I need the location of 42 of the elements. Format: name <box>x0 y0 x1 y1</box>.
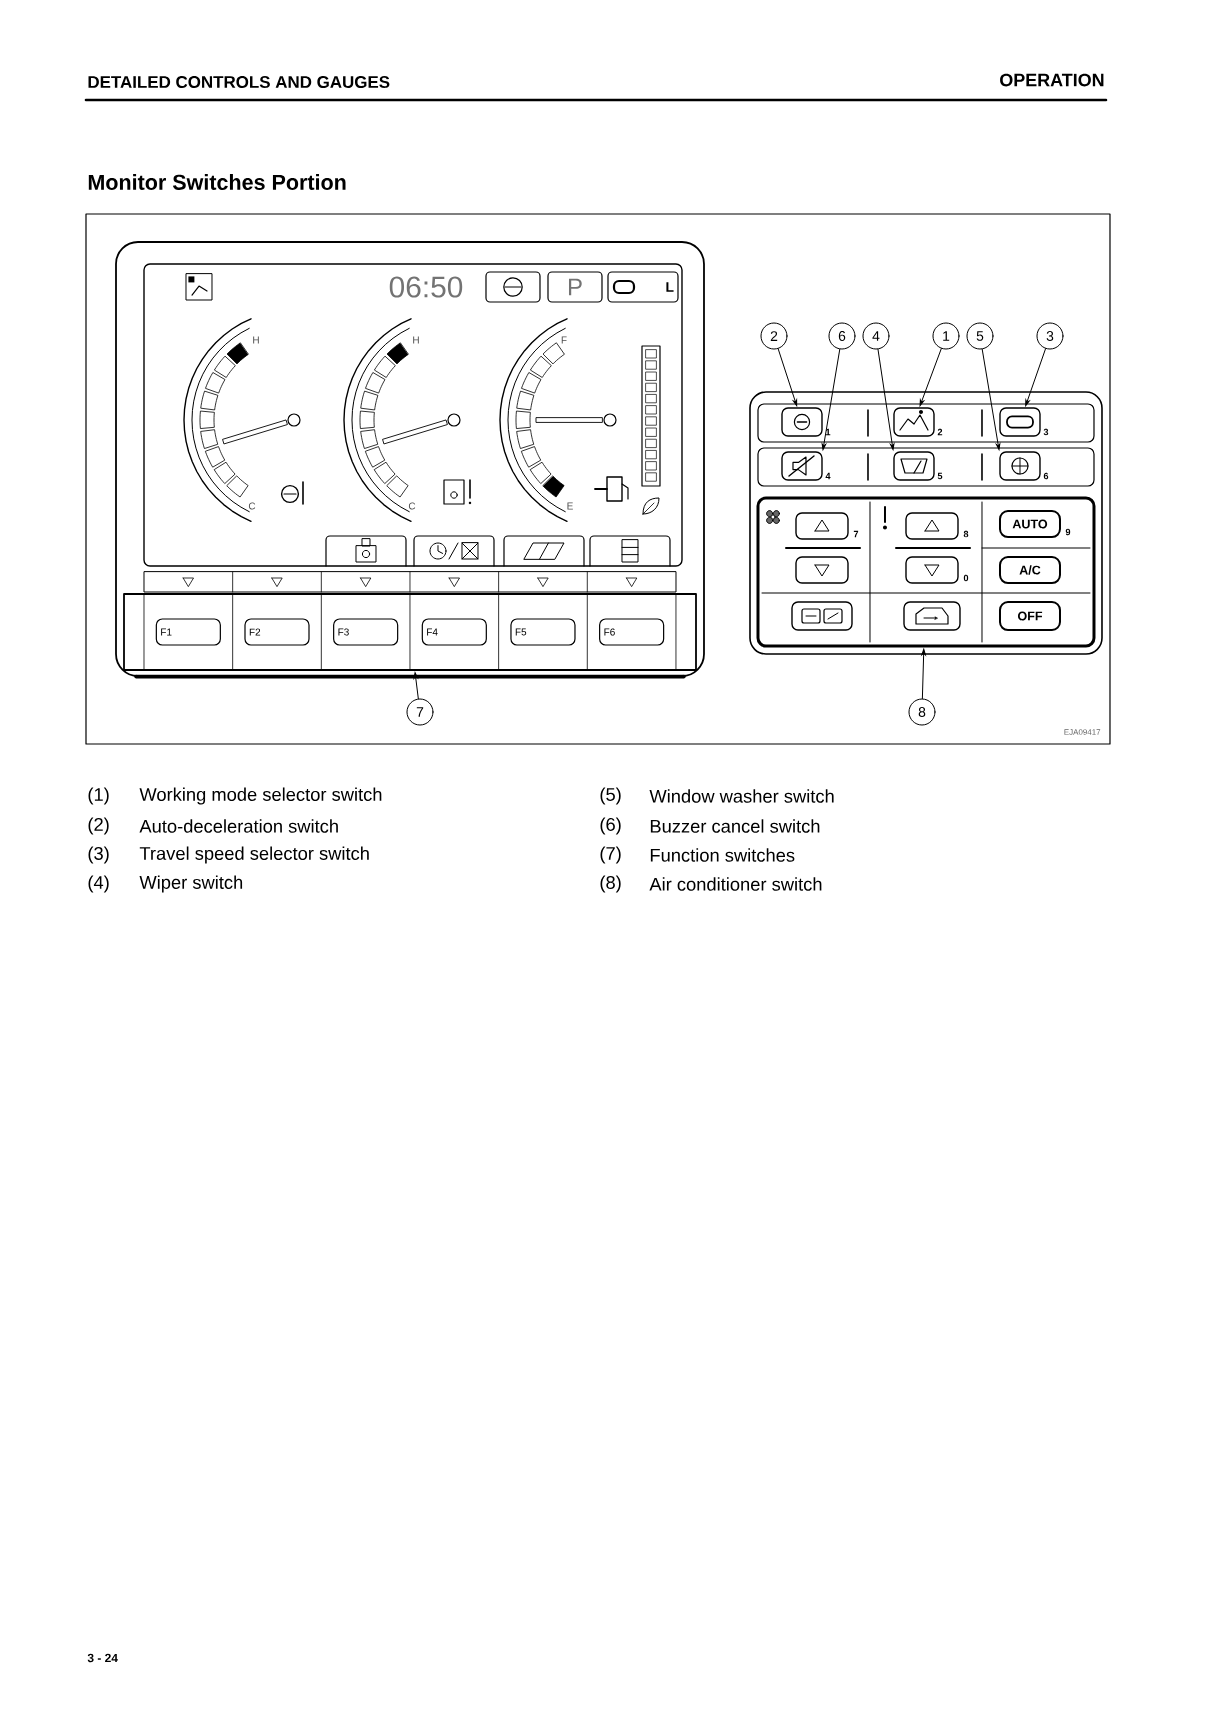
leader-line <box>413 672 419 700</box>
switch-button <box>999 407 1041 437</box>
switch-button <box>905 512 959 540</box>
section-title: Monitor Switches Portion <box>88 174 346 190</box>
leader-line <box>821 348 841 451</box>
list-text: Function switches <box>650 848 795 862</box>
switch-button <box>795 512 849 540</box>
switch-button <box>903 601 961 631</box>
page-header: DETAILED CONTROLS AND GAUGES <box>88 76 390 88</box>
list-text: Window washer switch <box>649 789 834 803</box>
list-number: (1) <box>88 787 109 805</box>
list-text: Wiper switch <box>139 875 243 893</box>
list-number: (8) <box>600 875 621 893</box>
list-number: (2) <box>88 817 109 835</box>
section-header: OPERATION <box>1000 73 1104 87</box>
switch-button <box>893 451 935 481</box>
list-text: Buzzer cancel switch <box>650 819 820 833</box>
leader-line <box>919 348 942 407</box>
list-number: (5) <box>600 787 621 805</box>
list-text: Air conditioner switch <box>649 877 822 891</box>
leader-line <box>777 348 798 407</box>
list-number: (4) <box>88 875 109 893</box>
switch-button <box>999 451 1041 481</box>
list-text: Working mode selector switch <box>139 787 382 805</box>
switch-button <box>781 407 823 437</box>
switch-button <box>781 451 823 481</box>
switch-button <box>905 556 959 584</box>
leader-line <box>877 348 895 451</box>
list-text: Travel speed selector switch <box>139 846 369 864</box>
list-number: (7) <box>600 846 621 864</box>
leader-line <box>1025 348 1047 407</box>
list-number: (6) <box>600 817 621 835</box>
function-switch-panel <box>123 593 697 671</box>
switch-button <box>795 556 849 584</box>
switch-button <box>791 601 853 631</box>
clock-readout: 06:50 <box>389 276 463 298</box>
leader-line <box>921 648 926 699</box>
list-text: Auto-deceleration switch <box>139 819 338 833</box>
leader-line <box>981 348 1001 451</box>
indicator-box: P <box>547 271 603 303</box>
switch-button <box>893 407 935 437</box>
list-number: (3) <box>88 846 109 864</box>
